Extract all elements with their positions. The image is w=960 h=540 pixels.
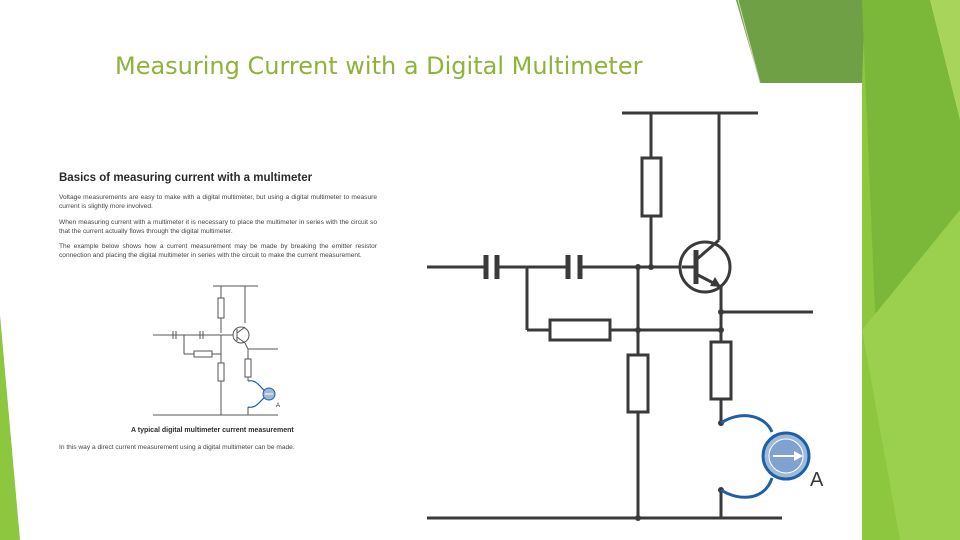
resistor-symbols xyxy=(548,156,733,414)
slide-title: Measuring Current with a Digital Multime… xyxy=(115,52,643,80)
document-excerpt: Basics of measuring current with a multi… xyxy=(52,172,392,267)
probe-leads xyxy=(720,414,774,499)
figure-caption: A typical digital multimeter current mea… xyxy=(131,427,294,434)
large-circuit-diagram: A xyxy=(427,111,824,521)
document-closing: In this way a direct current measurement… xyxy=(59,444,295,451)
ammeter-label: A xyxy=(810,469,824,491)
left-accent-shape xyxy=(0,315,20,540)
ammeter-arrow xyxy=(794,451,803,461)
right-accent-light xyxy=(862,210,960,540)
document-paragraph: Voltage measurements are easy to make wi… xyxy=(59,194,377,211)
emitter-arrow xyxy=(710,277,721,287)
small-meter-label: A xyxy=(276,403,280,409)
capacitor-symbols xyxy=(483,255,583,279)
transistor-symbol xyxy=(678,238,732,294)
document-heading: Basics of measuring current with a multi… xyxy=(59,172,313,184)
document-paragraph: The example below shows how a current me… xyxy=(59,243,377,260)
circuit-wiring xyxy=(427,111,813,520)
right-accent-corner xyxy=(930,0,960,120)
accent-edge-line xyxy=(737,0,761,84)
right-accent-shade-top xyxy=(736,0,865,83)
document-paragraph: When measuring current with a multimeter… xyxy=(59,218,377,235)
small-circuit-diagram: A xyxy=(153,285,280,416)
